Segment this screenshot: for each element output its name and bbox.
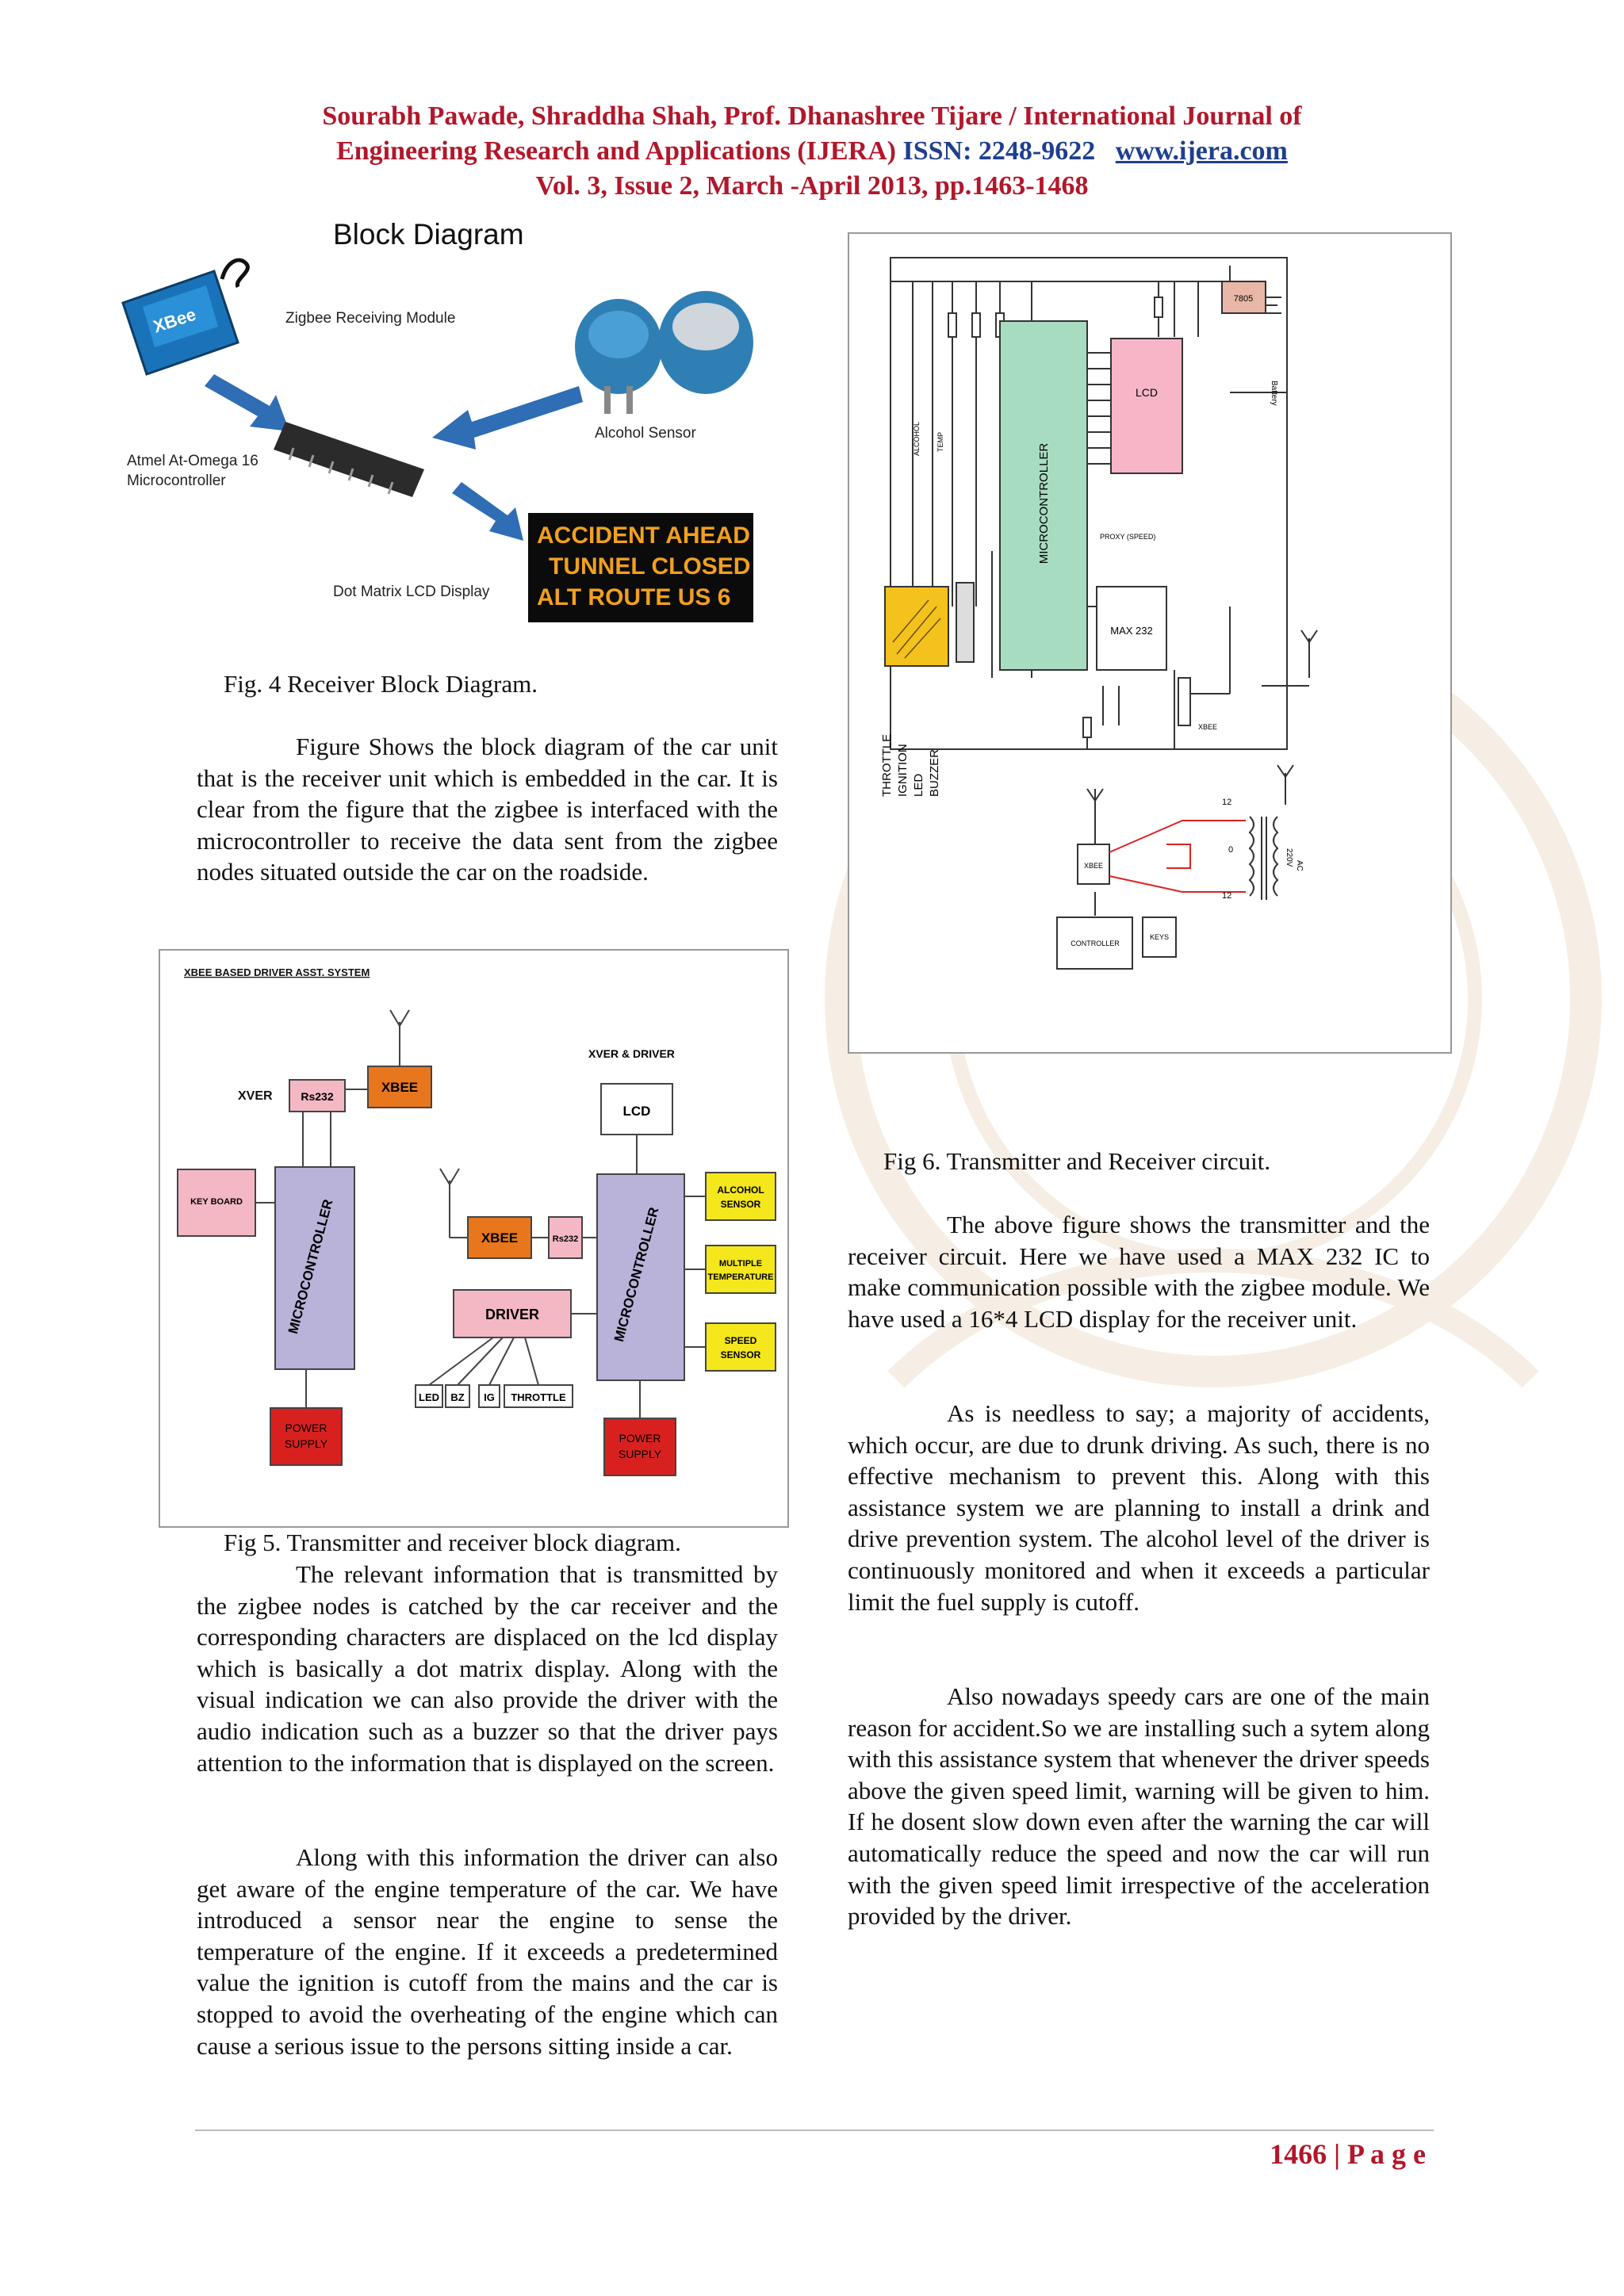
fig6-caption: Fig 6. Transmitter and Receiver circuit. [883,1147,1271,1175]
fig5-speed-1: SPEED [725,1335,757,1346]
fig4-alcohol-label: Alcohol Sensor [595,425,696,442]
fig4-title: Block Diagram [333,218,524,251]
fig5-speed-2: SENSOR [721,1349,761,1360]
fig6-output-led: LED [912,774,925,797]
fig5-output-throttle: THROTTLE [511,1391,566,1403]
fig4-lcd-label: Dot Matrix LCD Display [333,584,490,600]
fig5-rs232-left: Rs232 [301,1090,333,1103]
fig6-lcd: LCD [1136,386,1158,399]
fig5-power-right-1: POWER [619,1432,661,1445]
paragraph-receiver-block: Figure Shows the block diagram of the ca… [197,733,778,886]
fig5-temp-2: TEMPERATURE [708,1272,774,1282]
fig5-temp-1: MULTIPLE [719,1259,762,1269]
fig5-power-left-1: POWER [285,1422,327,1434]
fig5-rs232-right: Rs232 [553,1234,578,1244]
fig5-keyboard: KEY BOARD [190,1197,243,1207]
header-issn: ISSN: 2248-9622 [902,136,1096,166]
fig6-ac-label: AC [1295,860,1304,871]
led-line-2: TUNNEL CLOSED [549,553,750,580]
paragraph-circuit-description: The above figure shows the transmitter a… [848,1211,1430,1333]
fig6-ac-top: 12 [1222,798,1231,807]
led-line-1: ACCIDENT AHEAD [537,522,750,549]
header-url-link[interactable]: www.ijera.com [1115,136,1288,166]
arrow-mcu-to-lcd [452,482,523,541]
fig6-output-ignition: IGNITION [896,744,910,797]
fig5-caption: Fig 5. Transmitter and receiver block di… [224,1529,681,1556]
page-number: 1466 | P a g e [1270,2138,1426,2170]
fig5-xbee-left: XBEE [381,1080,418,1095]
fig4-zigbee-label: Zigbee Receiving Module [285,310,455,327]
header-authors: Sourabh Pawade, Shraddha Shah, Prof. Dha… [322,101,1302,131]
fig5-xver-driver: XVER & DRIVER [588,1047,675,1060]
fig6-battery: Battery [1270,381,1278,406]
fig5-driver: DRIVER [485,1307,539,1322]
fig6-output-throttle: THROTTLE [880,734,894,797]
fig6-regulator: 7805 [1234,294,1253,304]
figure-6-transmitter-receiver-circuit: LCD 7805 Battery MICROCONTROLLER PROXY (… [848,232,1452,1054]
paragraph-engine-temperature: Along with this information the driver c… [197,1843,778,2060]
fig5-lcd: LCD [623,1104,651,1119]
fig6-keys: KEYS [1150,933,1169,941]
fig6-output-buzzer: BUZZER [928,749,941,797]
arrow-xbee-to-mcu [205,374,289,431]
fig6-max232: MAX 232 [1110,625,1152,637]
led-line-3: ALT ROUTE US 6 [537,584,730,610]
dot-matrix-display-image [528,513,753,622]
fig6-ac-bot: 12 [1222,891,1231,901]
header-volume: Vol. 3, Issue 2, March -April 2013, pp.1… [535,171,1089,201]
fig5-alcohol-1: ALCOHOL [717,1184,764,1196]
fig6-temp: TEMP [936,432,944,452]
fig6-ac-mid: 0 [1228,845,1233,855]
paragraph-speed-limit: Also nowadays speedy cars are one of the… [848,1682,1430,1931]
fig4-mcu-label-2: Microcontroller [127,473,226,489]
running-header: Sourabh Pawade, Shraddha Shah, Prof. Dha… [0,99,1624,204]
fig6-xbee-tx: XBEE [1084,862,1103,870]
fig5-output-ig: IG [484,1391,495,1403]
figure-4-receiver-block-diagram: Block Diagram XBee Zigbee Receiving Modu… [119,208,753,629]
fig5-title: XBEE BASED DRIVER ASST. SYSTEM [184,966,370,978]
microcontroller-chip-image [274,422,424,497]
fig5-output-led: LED [419,1391,439,1403]
fig5-xbee-right: XBEE [481,1230,518,1246]
fig5-power-left-2: SUPPLY [285,1437,328,1450]
fig6-ac-volt: 220V [1285,848,1293,867]
fig6-xbee-top: XBEE [1198,723,1217,731]
figure-5-transmitter-receiver-block-diagram: XBEE BASED DRIVER ASST. SYSTEM XVER Rs23… [159,949,789,1528]
fig6-controller: CONTROLLER [1071,939,1120,947]
paragraph-drunk-driving: As is needless to say; a majority of acc… [848,1399,1430,1616]
fig6-mcu: MICROCONTROLLER [1037,443,1051,564]
fig5-alcohol-2: SENSOR [721,1199,761,1210]
fig5-output-bz: BZ [450,1391,464,1403]
fig6-speed: PROXY (SPEED) [1100,533,1155,541]
header-journal-name: Engineering Research and Applications (I… [336,136,896,166]
fig5-power-right-2: SUPPLY [619,1448,662,1460]
paragraph-relevant-information: The relevant information that is transmi… [197,1560,778,1777]
fig4-mcu-label-1: Atmel At-Omega 16 [127,453,259,469]
fig4-caption: Fig. 4 Receiver Block Diagram. [224,670,538,698]
header-journal: Engineering Research and Applications (I… [0,134,1624,169]
fig5-xver: XVER [238,1089,273,1103]
xbee-module-image: XBee [121,258,250,376]
arrow-sensor-to-mcu [432,386,583,450]
footer-divider [195,2130,1434,2131]
alcohol-sensor-image [575,291,753,414]
fig6-alcohol: ALCOHOL [913,422,921,456]
